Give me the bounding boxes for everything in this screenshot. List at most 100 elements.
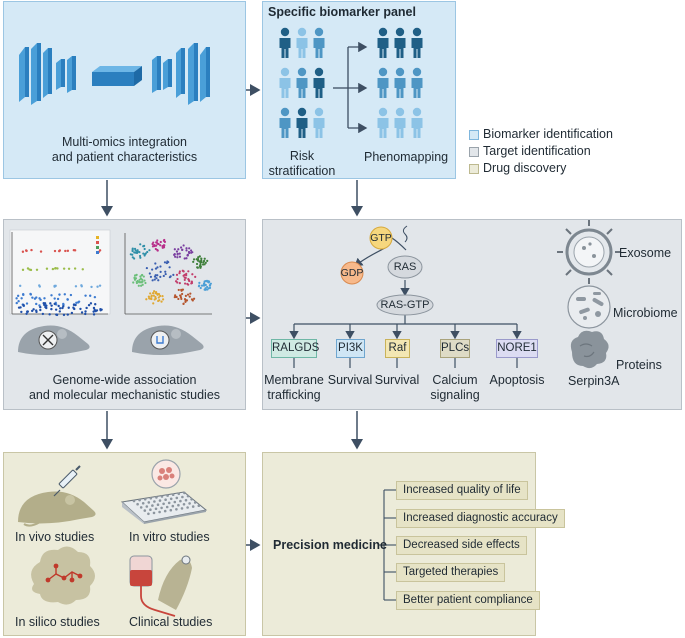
benefit-quality-of-life: Increased quality of life [396, 481, 528, 500]
cluster-dot [177, 297, 180, 301]
cluster-dot [191, 251, 194, 254]
in-vivo-label: In vivo studies [15, 530, 95, 544]
cluster-dot [151, 268, 154, 271]
manhattan-dot [35, 309, 38, 312]
phenomapped-population-icon [377, 27, 423, 138]
cluster-dot [207, 280, 210, 283]
cluster-dot [175, 295, 178, 299]
manhattan-dot [70, 311, 74, 315]
manhattan-dot [48, 313, 51, 316]
ras-gtp-label: RAS-GTP [380, 299, 430, 311]
well [143, 497, 147, 501]
cluster-dot [159, 265, 162, 268]
manhattan-dot [30, 248, 33, 252]
risk-stratification-label: Risk stratification [268, 149, 336, 178]
manhattan-dot [54, 266, 57, 270]
cluster-plot-icon [124, 233, 212, 315]
cluster-dot [189, 249, 193, 252]
well [171, 493, 175, 497]
manhattan-dot [25, 249, 28, 253]
cluster-dot [154, 292, 157, 295]
manhattan-dot [41, 312, 45, 316]
well [169, 497, 173, 501]
cluster-dot [156, 292, 159, 296]
well [177, 503, 180, 507]
cluster-dot [174, 280, 178, 283]
benefits-bracket [378, 489, 396, 601]
legend-label-target: Target identification [483, 144, 591, 158]
manhattan-dot [39, 250, 43, 253]
flow-arrows [101, 84, 363, 551]
well [180, 507, 184, 510]
well [165, 505, 169, 509]
cluster-dot [153, 298, 156, 301]
well [186, 494, 190, 498]
cluster-dot [139, 284, 143, 287]
cluster-dot [206, 285, 209, 289]
manhattan-dot [99, 309, 102, 312]
cluster-dot [132, 281, 135, 284]
cluster-dot [159, 294, 162, 298]
cluster-dot [183, 257, 186, 260]
well-plate-icon [120, 491, 208, 524]
cluster-dot [176, 256, 179, 259]
cluster-dot [183, 273, 186, 276]
manhattan-dot [30, 309, 34, 313]
manhattan-dot [72, 306, 75, 309]
manhattan-dot [55, 313, 59, 317]
benefit-diagnostic-accuracy: Increased diagnostic accuracy [396, 509, 565, 528]
cluster-dot [182, 270, 185, 273]
cluster-dot [206, 288, 209, 291]
cluster-dot [159, 244, 162, 247]
well [160, 495, 164, 498]
cluster-dot [155, 277, 158, 280]
cluster-dot [199, 286, 202, 290]
petri-dish-icon [151, 459, 181, 489]
cluster-dot [154, 262, 157, 265]
manhattan-dot [85, 306, 88, 310]
cluster-dot [149, 275, 153, 278]
gdp-label: GDP [340, 267, 364, 279]
phenomapping-bracket [333, 41, 368, 134]
cluster-dot [201, 263, 205, 266]
manhattan-dot [15, 297, 18, 300]
cluster-dot [203, 257, 206, 260]
cluster-dot [160, 300, 163, 303]
well [186, 506, 189, 509]
well [152, 511, 156, 515]
iv-infusion-icon [129, 555, 192, 617]
manhattan-dot [58, 307, 62, 310]
ras-label: RAS [393, 261, 417, 273]
cluster-dot [145, 266, 148, 270]
manhattan-dot [16, 294, 20, 298]
manhattan-dot [50, 304, 53, 307]
syringe-icon [53, 465, 81, 497]
cluster-dot [131, 247, 134, 250]
phenomapping-label: Phenomapping [364, 150, 449, 164]
cluster-dot [177, 248, 180, 251]
genome-label: Genome-wide association and molecular me… [28, 373, 221, 402]
legend-swatch-biomarker [469, 130, 479, 140]
cluster-dot [192, 258, 196, 261]
cluster-dot [204, 279, 207, 283]
cluster-dot [175, 273, 179, 276]
cluster-dot [185, 299, 189, 302]
manhattan-dot [35, 302, 38, 306]
cluster-dot [185, 249, 188, 252]
transgenic-mouse-icon [132, 325, 204, 355]
cluster-dot [136, 279, 139, 283]
cluster-dot [176, 253, 179, 256]
well [158, 510, 161, 514]
cluster-dot [144, 281, 147, 285]
manhattan-dot [54, 308, 58, 311]
cluster-dot [135, 251, 138, 254]
cluster-dot [174, 255, 177, 258]
manhattan-dot [43, 303, 46, 307]
cluster-dot [186, 282, 189, 286]
manhattan-dot [38, 297, 41, 300]
outcome-survival-pi3k: Survival [327, 373, 373, 387]
cluster-dot [159, 240, 162, 244]
cluster-dot [178, 270, 181, 273]
cluster-dot [159, 275, 162, 278]
cluster-dot [133, 274, 137, 277]
